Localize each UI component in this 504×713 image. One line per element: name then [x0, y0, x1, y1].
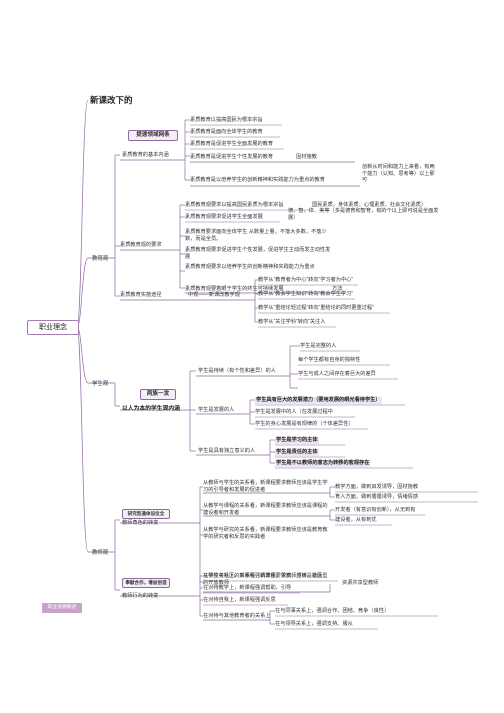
edu-g1-side-1: 因材施教 — [296, 154, 317, 160]
stu-g1-item-1: 学生是完整的人 — [300, 343, 337, 349]
edu-g2-side-1: 国民素质，身体素质、心理素质、社会文化素质） — [312, 202, 427, 208]
edu-g2-side-3: 方法 — [332, 286, 343, 292]
edu-g2-item-6: 素质教育观要着眼于学生的终生可持续发展 — [185, 286, 284, 292]
edu-tag-box: 提速领域网条 — [128, 130, 178, 141]
edu-g3-item-1: 教学从“教育者为中心”转向“学习者为中心” — [258, 277, 354, 283]
tea-g2-label: 教师行为的转变 — [122, 593, 159, 599]
edu-g1-item-4: 素质教育是促进学生个性发展的教育 — [190, 154, 274, 160]
tea-g1-r2-a: 开发者（有意识有创新），从无到有 — [335, 507, 416, 513]
branch-education: 教育观 — [92, 256, 109, 262]
root-node: 职业理念 — [27, 320, 79, 335]
stu-g3-item-3: 学生是不以教师的意志为转移的客观存在 — [275, 460, 371, 467]
stu-g2-label: 学生是发展的人 — [198, 407, 235, 413]
tea-g2-item-2: 在对待教学上，新课程强调帮助、引导 — [203, 585, 292, 591]
edu-g1-item-3: 素质教育是促进学生全面发展的教育 — [190, 141, 274, 147]
edu-g3-item-4: 教学从“关注学科”转向“关注人 — [258, 319, 326, 325]
stu-g3-label: 学生是具有独立意义的人 — [198, 448, 256, 454]
tea-g1-r2-b: 建设者，从有到优 — [335, 517, 377, 523]
stu-g2-item-1: 学生具有巨大的发展潜力（要用发展的眼光看待学生） — [255, 397, 382, 404]
tea-tag-box-1: 研究型通体设位全 — [122, 509, 170, 519]
edu-g2-item-1: 素质教育观要求以提高国民素质为根本宗旨 — [185, 202, 284, 208]
tea-g2-item-1: 在师生关系上，新课程强调尊重、赞赏、倾听、激励 — [203, 573, 323, 579]
edu-g2-item-4: 素质教育观要求促进学生个性发展，促进学生主动而发主动性发展 — [185, 247, 331, 260]
edu-g1-item-5: 素质教育是以培养学生的创新精神和实践能力为重点的教育 — [190, 177, 325, 183]
stu-g2-item-2: 学生是发展中的人（在发展过程中 — [255, 409, 333, 415]
tea-g1-r3: 资源共享型教师 — [342, 580, 379, 586]
stu-g1-item-2: 每个学生都有自身的独特性 — [298, 357, 361, 363]
tea-g1-item-2: 从教学与课程的关系看，新课程要求教师应该是课程的建设者和开发者 — [203, 503, 328, 516]
edu-g1-item-2: 素质教育是面向全体学生的教育 — [190, 129, 263, 135]
edu-g2-item-2: 素质教育观要求促进学生全面发展 — [185, 214, 263, 220]
edu-g2-label: 素质教育观的要求 — [120, 242, 162, 248]
stu-group-label: 以人为本的学生观内涵 — [122, 406, 180, 412]
tea-g1-r1-b: 育人方面，做到循循诱导，情绪情感 — [335, 494, 419, 500]
edu-g3-label: 素质教育实施途径 — [120, 292, 162, 298]
edu-g2-side-2: 德、智、体、美等（多是德育和智育，有的个以上即可说是全面发展） — [288, 208, 439, 221]
footer-tag: 职业道德概述 — [42, 603, 82, 613]
tea-tag-box-2: 奉献合作，增益创造 — [122, 578, 170, 588]
tea-g2-sub-2: 在与领导关系上，强调支持、服从 — [275, 621, 353, 627]
stu-g1-label: 学生是持续（有个性和差异）的人 — [198, 368, 276, 374]
map-title: 新课改下的 — [90, 95, 133, 105]
tea-g1-r1-a: 教学方面，做到启发诱导，因材施教 — [335, 484, 419, 490]
edu-g1-item-1: 素质教育以提高国民为根本宗旨 — [190, 117, 263, 123]
tea-g2-item-3: 在对待自我上，新课程强调反思 — [203, 597, 276, 603]
edu-g1-label: 素质教育的基本内涵 — [122, 152, 169, 158]
stu-tag-box: 两族一发 — [140, 389, 176, 400]
edu-g1-side-2: 创新从时间和能力上来看，有两个能力（认知、思考等）以上那可 — [362, 164, 435, 184]
edu-g3-mid: 中观——新课改教学观 — [188, 292, 240, 298]
tea-g2-item-4: 在对待与其他教育者的关系上 — [203, 613, 271, 619]
branch-teacher: 教师观 — [92, 550, 109, 556]
edu-g2-item-3: 素质教育要求面向全体学生 从数量上看，不落大多数，不落少数，而是全员。 — [185, 229, 327, 242]
tea-g2-sub-1: 在与同事关系上，强调合作、团结、竞争（良性） — [275, 608, 390, 614]
stu-g2-item-3: 学生的身心发展是有规律的（个体差异性） — [255, 421, 354, 427]
edu-g3-item-2: 教学从“教会学生知识”转向“教会学生学习” — [258, 291, 354, 297]
tea-g1-item-1: 从教师与学生的关系看，新课程要求教师应该是学生学习的引导者和发展的促进者 — [203, 480, 328, 493]
tea-g1-label: 教师角色的转变 — [122, 520, 159, 526]
stu-g1-item-3: 学生与成人之间存在着巨大的差异 — [298, 371, 376, 377]
stu-g3-item-1: 学生是学习的主体 — [275, 437, 319, 444]
edu-g2-item-5: 素质教育观要求以培养学生的创新精神和实践能力为重点 — [185, 264, 315, 270]
edu-g3-item-3: 教学从“重结论轻过程”转向“重结论的同时更重过程” — [258, 305, 374, 311]
tea-g1-item-4: 从学校与社区的关系看，新课程要求教师应该是社区型的开放教师 — [203, 573, 328, 586]
branch-student: 学生观 — [92, 381, 109, 387]
tea-g1-item-3: 从教学与研究的关系看，新课程要求教师应该是教育教学的研究者和反思的实践者 — [203, 527, 328, 540]
stu-g3-item-2: 学生是责任的主体 — [275, 449, 319, 456]
